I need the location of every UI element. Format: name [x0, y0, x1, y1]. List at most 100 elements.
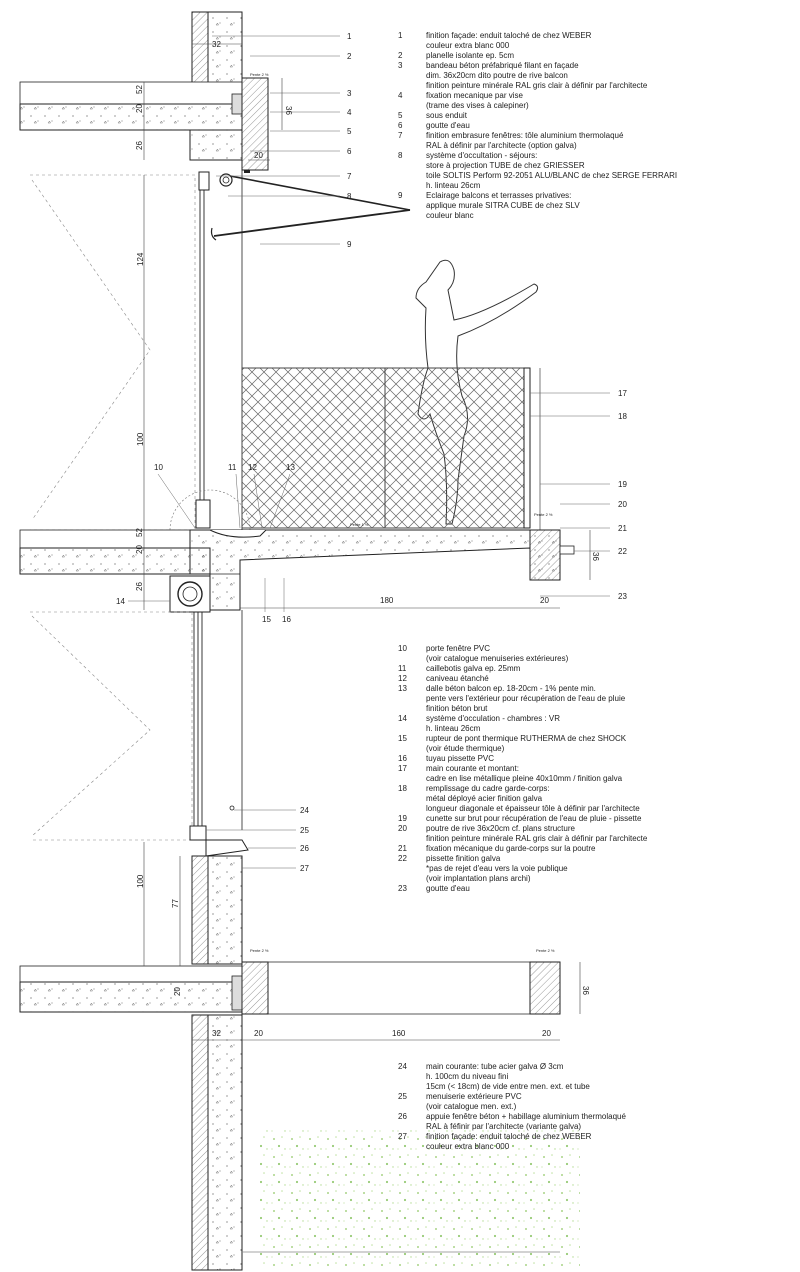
- legend-text: longueur diagonale et épaisseur tôle à d…: [426, 804, 640, 813]
- french-door: [30, 174, 251, 531]
- dim-20-beam: 20: [540, 596, 549, 605]
- legend-row: cadre en lise métallique pleine 40x10mm …: [398, 774, 647, 784]
- legend-text: h. linteau 26cm: [426, 181, 481, 190]
- legend-text: remplissage du cadre garde-corps:: [426, 784, 550, 793]
- legend-row: applique murale SITRA CUBE de chez SLV: [398, 201, 677, 211]
- legend-row: finition peinture minérale RAL gris clai…: [398, 81, 677, 91]
- legend-text: pente vers l'extérieur pour récupération…: [426, 694, 626, 703]
- legend-text: finition peinture minérale RAL gris clai…: [426, 834, 648, 843]
- legend-number: [398, 774, 426, 784]
- lower-slab: [19, 961, 561, 1015]
- legend-number: [398, 864, 426, 874]
- legend-text: caillebotis galva ep. 25mm: [426, 664, 521, 673]
- dim-20-lower: 20: [173, 987, 182, 996]
- legend-text: main courante: tube acier galva Ø 3cm: [426, 1062, 564, 1071]
- legend-text: RAL à définir par l'architecte (option g…: [426, 141, 577, 150]
- legend-number: 15: [398, 734, 407, 743]
- legend-number: [398, 834, 426, 844]
- legend-number: [398, 724, 426, 734]
- dim-20-upper: 20: [135, 104, 144, 113]
- legend-text: h. 100cm du niveau fini: [426, 1072, 509, 1081]
- legend-number: [398, 1122, 426, 1132]
- callout-5: 5: [347, 127, 352, 136]
- dim-36-balcony: 36: [591, 552, 600, 561]
- legend-text: caniveau étanché: [426, 674, 489, 683]
- legend-text: finition façade: enduit taloché de chez …: [426, 31, 592, 40]
- greenery: [260, 1130, 580, 1270]
- legend-text: tuyau pissette PVC: [426, 754, 495, 763]
- legend-number: 26: [398, 1112, 407, 1121]
- legend-number: 11: [398, 664, 407, 673]
- legend-row: métal déployé acier finition galva: [398, 794, 647, 804]
- legend-text: goutte d'eau: [426, 884, 470, 893]
- legend-number: [398, 874, 426, 884]
- legend-number: 9: [398, 191, 403, 200]
- slope-labels: Pente 2 % Pente 1 % Pente 2 % Pente 2 % …: [250, 72, 555, 953]
- dim-160: 160: [392, 1029, 406, 1038]
- dim-32-top: 32: [212, 40, 221, 49]
- legend-text: sous enduit: [426, 111, 467, 120]
- legend-text: planelle isolante ep. 5cm: [426, 51, 515, 60]
- legend-text: fixation mecanique par vise: [426, 91, 523, 100]
- legend-number: [398, 141, 426, 151]
- legend-text: finition embrasure fenêtres: tôle alumin…: [426, 131, 624, 140]
- callout-16: 16: [282, 615, 291, 624]
- legend-row: h. linteau 26cm: [398, 724, 647, 734]
- callout-27: 27: [300, 864, 309, 873]
- legend-number: [398, 161, 426, 171]
- legend-text: menuiserie extérieure PVC: [426, 1092, 522, 1101]
- dim-20-left: 20: [254, 1029, 263, 1038]
- upper-slab: [19, 77, 269, 173]
- legend-number: 6: [398, 121, 403, 130]
- callout-11: 11: [228, 463, 237, 472]
- legend-text: RAL à féfinir par l'architecte (variante…: [426, 1122, 582, 1131]
- legend-text: store à projection TUBE de chez GRIESSER: [426, 161, 585, 170]
- dim-77: 77: [171, 899, 180, 908]
- legend-number: [398, 71, 426, 81]
- legend-row: longueur diagonale et épaisseur tôle à d…: [398, 804, 647, 814]
- callout-7: 7: [347, 172, 352, 181]
- callout-10: 10: [154, 463, 163, 472]
- legend-row: RAL à féfinir par l'architecte (variante…: [398, 1122, 626, 1132]
- legend-number: 8: [398, 151, 403, 160]
- legend-text: finition façade: enduit taloché de chez …: [426, 1132, 592, 1141]
- callout-4: 4: [347, 108, 352, 117]
- dim-36-lower: 36: [581, 986, 590, 995]
- legend-number: [398, 181, 426, 191]
- legend-row: 15cm (< 18cm) de vide entre men. ext. et…: [398, 1082, 626, 1092]
- legend-row: *pas de rejet d'eau vers la voie publiqu…: [398, 864, 647, 874]
- legend-text: système d'occulation - chambres : VR: [426, 714, 561, 723]
- dim-100-upper: 100: [136, 432, 145, 446]
- legend-row: (trame des vises à calepiner): [398, 101, 677, 111]
- legend-number: 23: [398, 884, 407, 893]
- legend-number: 22: [398, 854, 407, 863]
- legend-row: couleur extra blanc 000: [398, 41, 677, 51]
- slope-label-3: Pente 2 %: [534, 512, 553, 517]
- legend-text: 15cm (< 18cm) de vide entre men. ext. et…: [426, 1082, 590, 1091]
- legend-text: cadre en lise métallique pleine 40x10mm …: [426, 774, 623, 783]
- legend-number: 12: [398, 674, 407, 683]
- callout-17: 17: [618, 389, 627, 398]
- legend-number: [398, 1082, 426, 1092]
- legend-number: 10: [398, 644, 407, 653]
- legend-number: [398, 654, 426, 664]
- lower-window: [30, 611, 249, 857]
- legend-number: 1: [398, 31, 403, 40]
- legend-row: 12 caniveau étanché: [398, 674, 647, 684]
- legend-row: (voir étude thermique): [398, 744, 647, 754]
- dim-20-right: 20: [542, 1029, 551, 1038]
